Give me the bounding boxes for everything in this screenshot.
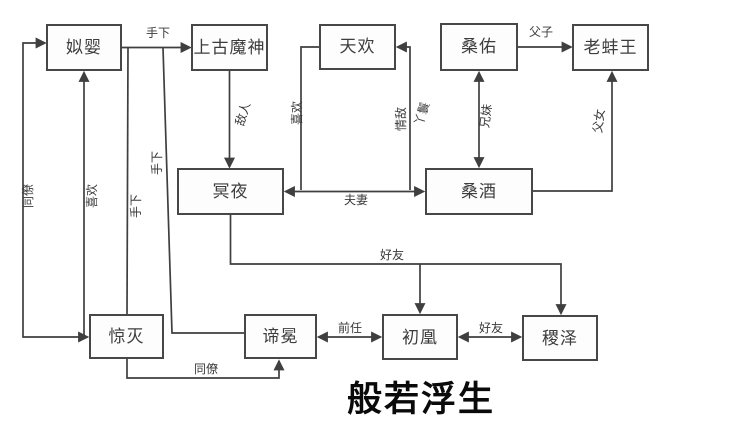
node-label: 初凰 — [402, 328, 438, 347]
node-label: 惊灭 — [109, 327, 145, 346]
edge-label-funv: 父女 — [590, 108, 608, 134]
node-shanggu-moshen: 上古魔神 — [191, 24, 268, 71]
node-label: 谛冕 — [263, 327, 299, 346]
diagram-title: 般若浮生 — [347, 380, 495, 419]
node-box — [89, 314, 164, 359]
edge-label-tongliao-bottom: 同僚 — [194, 361, 218, 376]
edge-label-yahuan: 丫鬟 — [412, 100, 432, 127]
edge-tianhuan-mingye — [300, 46, 320, 190]
node-label: 稷泽 — [542, 329, 578, 348]
node-box — [319, 24, 396, 70]
node-box — [177, 168, 284, 215]
edge-label-haoyou-bottom: 好友 — [479, 321, 503, 335]
node-label: 冥夜 — [213, 182, 249, 201]
node-layer: 姒婴 上古魔神 天欢 桑佑 老蚌王 冥夜 桑酒 惊灭 — [46, 23, 649, 361]
edge-label-fuzi: 父子 — [529, 25, 553, 39]
node-box — [522, 315, 598, 361]
node-label: 姒婴 — [66, 38, 102, 57]
edge-siying-jingmie-shouxia — [126, 47, 129, 315]
edge-label-qingdi: 情敌 — [393, 107, 408, 131]
node-label: 桑酒 — [461, 182, 497, 201]
node-box — [382, 314, 458, 360]
node-label: 老蚌王 — [584, 38, 638, 57]
edge-label-haoyou-long: 好友 — [380, 248, 404, 262]
edge-layer — [22, 37, 618, 379]
node-box — [572, 24, 649, 71]
edge-label-xihuan-left: 喜欢 — [84, 184, 99, 208]
edge-label-xiongmei: 兄妹 — [478, 103, 495, 129]
node-label: 上古魔神 — [194, 38, 266, 57]
node-box — [244, 314, 317, 359]
node-box — [440, 23, 518, 71]
node-jingmie: 惊灭 — [89, 314, 164, 359]
node-tianhuan: 天欢 — [319, 24, 396, 70]
edge-label-qianren: 前任 — [338, 320, 362, 335]
node-jize: 稷泽 — [522, 315, 598, 361]
edge-sangjiu-laobangwang — [532, 70, 618, 192]
edge-label-xihuan-tianhuan: 喜欢 — [289, 101, 304, 125]
edge-sangjiu-tianhuan — [395, 41, 411, 190]
node-chuhuang: 初凰 — [382, 314, 458, 360]
node-label: 桑佑 — [461, 37, 497, 56]
edge-mingye-jize — [229, 214, 567, 316]
node-dimian: 谛冕 — [244, 314, 317, 359]
node-label: 天欢 — [340, 37, 376, 56]
edge-label-fuqi: 夫妻 — [344, 193, 368, 207]
node-siying: 姒婴 — [46, 24, 122, 71]
node-mingye: 冥夜 — [177, 168, 284, 215]
edge-siying-jingmie-tongliao — [22, 37, 90, 343]
node-laobangwang: 老蚌王 — [572, 24, 649, 71]
edge-label-shouxia-top: 手下 — [146, 26, 170, 40]
edge-label-shouxia-d: 手下 — [150, 151, 164, 175]
node-box — [191, 24, 268, 71]
edge-label-tongliao-left: 同僚 — [20, 184, 35, 208]
edge-label-layer: 手下 父子 敌人 喜欢 情敌 丫鬟 兄妹 父女 夫妻 好友 同僚 喜欢 手下 手… — [20, 25, 607, 376]
node-sangjiu: 桑酒 — [425, 168, 533, 215]
node-box — [46, 24, 122, 71]
edge-jingmie-dimian-tongliao — [126, 358, 285, 379]
node-box — [425, 168, 533, 215]
edge-label-diren: 敌人 — [232, 100, 253, 127]
node-sangyou: 桑佑 — [440, 23, 518, 71]
edge-label-shouxia-c: 手下 — [129, 194, 143, 218]
edge-siying-dimian-shouxia — [162, 47, 244, 334]
